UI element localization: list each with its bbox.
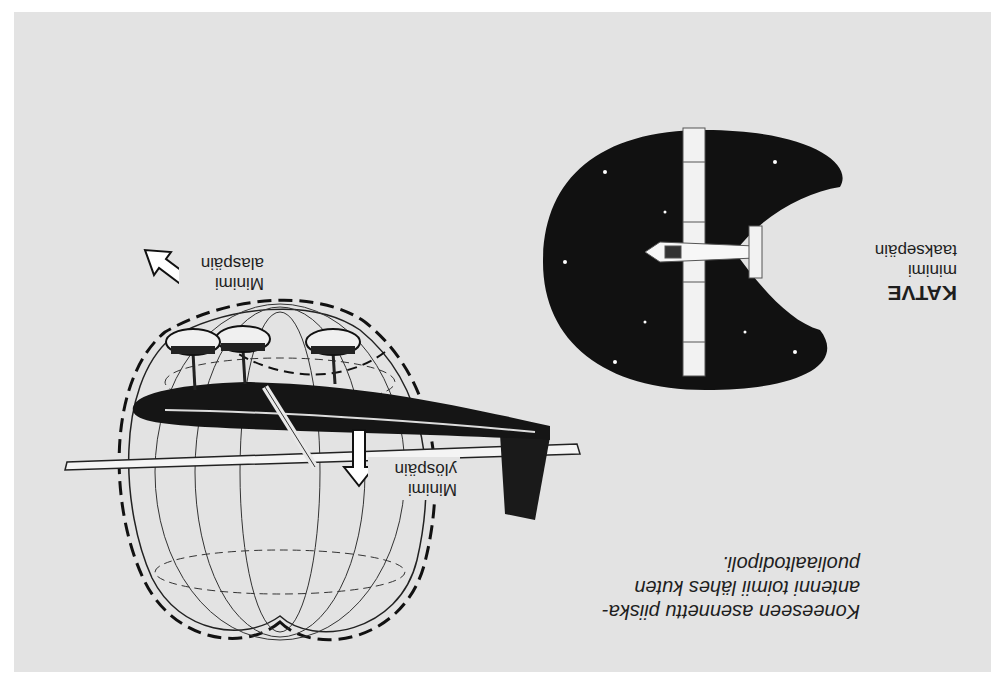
shadow-label: KATVE [847, 281, 957, 306]
plane-3d [65, 326, 580, 520]
minimum-label: Minimi alaspäin [179, 251, 267, 294]
minimum-label: minimi taaksepäin [852, 239, 957, 280]
stars [563, 160, 797, 364]
minimum-label: Minimi ylöspäin [368, 457, 460, 500]
caption-note: Koneeseen asennettu piiska-antenni toimi… [550, 552, 860, 624]
photo-ground [14, 12, 991, 672]
plane-top-view [645, 128, 762, 376]
